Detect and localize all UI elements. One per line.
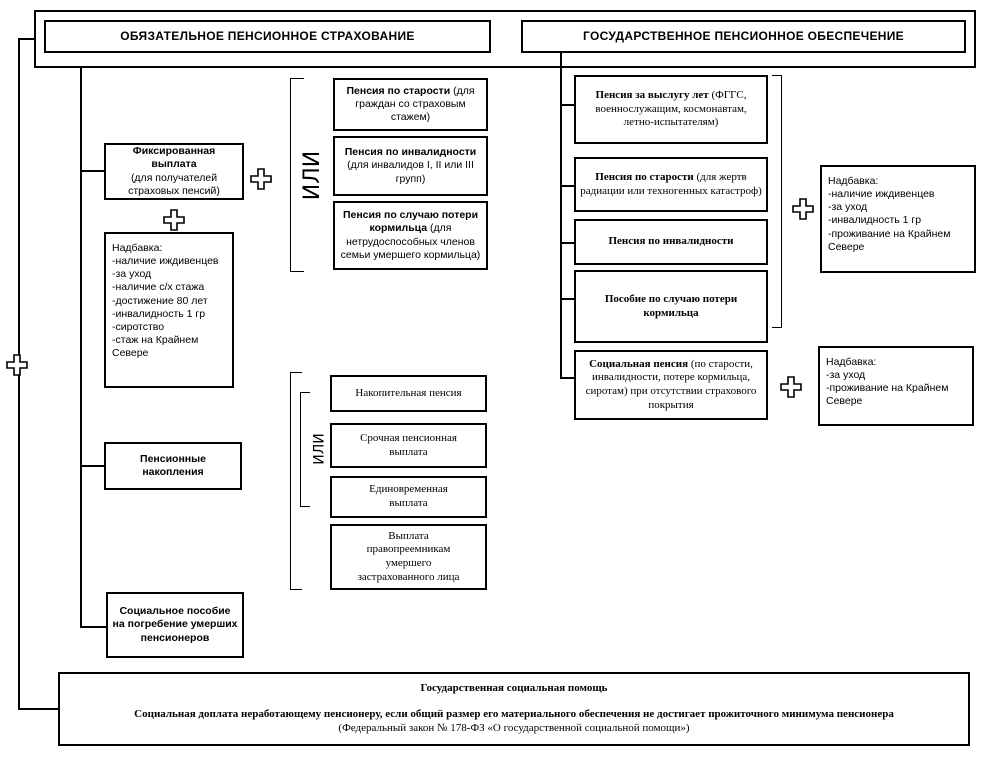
middle-brace-savings-inner bbox=[300, 392, 310, 507]
right-supplement-item: -за уход bbox=[828, 201, 868, 214]
outer-left-bottom-tick bbox=[18, 708, 58, 710]
pension-title: Пенсия по старости bbox=[595, 170, 694, 183]
fixed-payment-title: Фиксированная выплата bbox=[132, 145, 216, 171]
savings-option-box: Единовременная выплата bbox=[330, 476, 487, 518]
fixed-payment-note: (для получателей страховых пенсий) bbox=[128, 171, 220, 197]
left-supplement-item: -наличие с/х стажа bbox=[112, 281, 205, 294]
middle-brace-pensions bbox=[290, 78, 304, 272]
right-branch bbox=[560, 298, 574, 300]
left-supplement-item: -инвалидность 1 гр bbox=[112, 307, 206, 320]
right-supplement-title: Надбавка: bbox=[826, 356, 877, 368]
pension-note: (для нетрудоспособных членов семьи умерш… bbox=[340, 222, 481, 261]
right-supplement-title: Надбавка: bbox=[828, 175, 879, 187]
left-supplement-item: -стаж на Крайнем Севере bbox=[112, 333, 199, 359]
plus-icon bbox=[6, 354, 28, 376]
pension-note: (для жертв радиации или техногенных ката… bbox=[580, 170, 762, 197]
plus-icon bbox=[163, 209, 185, 231]
plus-icon bbox=[780, 376, 802, 398]
pension-title: Пенсия по инвалидности bbox=[344, 146, 477, 159]
right-branch bbox=[560, 242, 574, 244]
left-branch-burial bbox=[80, 626, 106, 628]
right-supplement-item: -проживание на Крайнем Севере bbox=[826, 382, 949, 408]
or-label: ИЛИ bbox=[300, 150, 326, 201]
left-supplement-item: -наличие иждивенцев bbox=[112, 255, 219, 268]
right-supplement-item: -инвалидность 1 гр bbox=[828, 214, 922, 227]
right-branch bbox=[560, 104, 574, 106]
survivor-pension-box: Пенсия по случаю потери кормильца (для н… bbox=[333, 201, 488, 270]
fixed-payment-box: Фиксированная выплата (для получателей с… bbox=[104, 143, 244, 200]
bottom-text: Социальная доплата неработающему пенсион… bbox=[134, 708, 894, 722]
bottom-text-main: Социальная доплата неработающему пенсион… bbox=[134, 708, 894, 721]
disability-pension-state-box: Пенсия по инвалидности bbox=[574, 219, 768, 265]
pension-title: Пенсия по случаю потери кормильца bbox=[342, 209, 479, 235]
left-supplement-item: -сиротство bbox=[112, 320, 165, 333]
right-supplement-box-2: Надбавка: -за уход -проживание на Крайне… bbox=[818, 346, 974, 426]
left-trunk bbox=[80, 68, 82, 628]
right-supplement-box-1: Надбавка: -наличие иждивенцев -за уход -… bbox=[820, 165, 976, 273]
plus-icon bbox=[792, 198, 814, 220]
pension-savings-box: Пенсионные накопления bbox=[104, 442, 242, 490]
header-state-provision: ГОСУДАРСТВЕННОЕ ПЕНСИОННОЕ ОБЕСПЕЧЕНИЕ bbox=[521, 20, 966, 53]
pension-note: (для граждан со страховым стажем) bbox=[355, 84, 475, 124]
right-trunk bbox=[560, 53, 562, 379]
right-brace bbox=[772, 75, 782, 328]
or-label: ИЛИ bbox=[311, 433, 328, 465]
pension-note: (для инвалидов I, II или III групп) bbox=[347, 159, 474, 185]
right-supplement-item: -за уход bbox=[826, 369, 866, 382]
survivor-benefit-box: Пособие по случаю потери кормильца bbox=[574, 270, 768, 343]
right-branch bbox=[560, 377, 574, 379]
service-pension-box: Пенсия за выслугу лет (ФГГС, военнослужа… bbox=[574, 75, 768, 144]
left-supplement-item: -за уход bbox=[112, 268, 152, 281]
old-age-pension-state-box: Пенсия по старости (для жертв радиации и… bbox=[574, 157, 768, 212]
pension-note: (ФГГС, военнослужащим, космонавтам, летн… bbox=[595, 88, 747, 129]
burial-allowance-box: Социальное пособие на погребение умерших… bbox=[106, 592, 244, 658]
state-social-assistance-box: Государственная социальная помощь Социал… bbox=[58, 672, 970, 746]
middle-brace-savings-outer bbox=[290, 372, 302, 590]
pension-title: Пенсия по старости bbox=[346, 84, 451, 97]
pension-title: Социальная пенсия bbox=[589, 357, 689, 370]
disability-pension-box: Пенсия по инвалидности (для инвалидов I,… bbox=[333, 136, 488, 196]
old-age-pension-box: Пенсия по старости (для граждан со страх… bbox=[333, 78, 488, 131]
savings-option-box: Накопительная пенсия bbox=[330, 375, 487, 412]
header-mandatory-insurance: ОБЯЗАТЕЛЬНОЕ ПЕНСИОННОЕ СТРАХОВАНИЕ bbox=[44, 20, 491, 53]
pension-note: (по старости, инвалидности, потере корми… bbox=[585, 357, 757, 411]
savings-option-box: Срочная пенсионная выплата bbox=[330, 423, 487, 468]
pension-title: Пенсия за выслугу лет bbox=[595, 88, 709, 101]
left-branch-savings bbox=[80, 465, 104, 467]
bottom-title: Государственная социальная помощь bbox=[420, 682, 608, 695]
outer-left-top-tick bbox=[18, 38, 36, 40]
plus-icon bbox=[250, 168, 272, 190]
left-supplement-title: Надбавка: bbox=[112, 242, 163, 254]
bottom-law: (Федеральный закон № 178-ФЗ «О государст… bbox=[338, 721, 690, 734]
left-branch-fixed bbox=[80, 170, 104, 172]
left-supplement-box: Надбавка: -наличие иждивенцев -за уход -… bbox=[104, 232, 234, 388]
right-branch bbox=[560, 185, 574, 187]
left-supplement-item: -достижение 80 лет bbox=[112, 294, 208, 307]
right-supplement-item: -проживание на Крайнем Севере bbox=[828, 227, 951, 253]
social-pension-box: Социальная пенсия (по старости, инвалидн… bbox=[574, 350, 768, 420]
savings-option-box: Выплата правопреемникам умершего застрах… bbox=[330, 524, 487, 590]
right-supplement-item: -наличие иждивенцев bbox=[828, 188, 935, 201]
